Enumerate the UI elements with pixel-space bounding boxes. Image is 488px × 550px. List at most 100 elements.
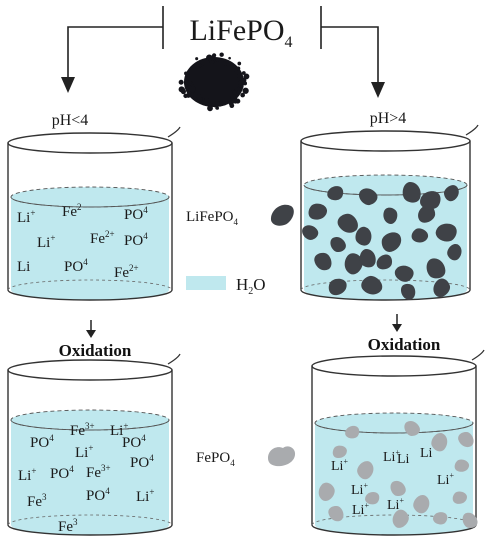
particle bbox=[328, 278, 347, 296]
particle bbox=[392, 509, 409, 528]
powder-grain bbox=[241, 71, 246, 75]
ion-superscript: 4 bbox=[69, 464, 74, 474]
ion-superscript: 4 bbox=[149, 453, 154, 463]
legend-fepo4-label: FePO4 bbox=[196, 450, 235, 468]
powder-grain bbox=[198, 64, 202, 68]
ion-superscript: + bbox=[449, 471, 454, 480]
ion-label: PO4 bbox=[122, 433, 146, 451]
ion-label: Li+ bbox=[18, 466, 36, 484]
ion-symbol: Fe bbox=[27, 494, 42, 510]
powder-grain bbox=[215, 58, 220, 62]
ion-superscript: + bbox=[31, 466, 36, 476]
ion-symbol: Li bbox=[17, 259, 30, 275]
ion-symbol: Li bbox=[17, 210, 30, 226]
water-body bbox=[11, 197, 169, 300]
particle bbox=[359, 249, 376, 268]
powder-grain bbox=[242, 79, 246, 82]
ion-superscript: 3 bbox=[42, 492, 47, 502]
particle bbox=[458, 432, 474, 448]
powder-grain bbox=[187, 74, 191, 77]
ion-symbol: PO bbox=[124, 207, 143, 223]
powder-grain bbox=[236, 66, 241, 71]
beaker-base-back bbox=[7, 514, 173, 526]
powder-grain bbox=[236, 73, 241, 78]
particle bbox=[359, 188, 378, 205]
water-surface-front bbox=[314, 422, 474, 434]
ion-superscript: 4 bbox=[105, 486, 110, 496]
ion-superscript: + bbox=[88, 443, 93, 453]
powder-grain bbox=[233, 64, 237, 68]
powder-grain bbox=[189, 65, 196, 71]
powder-grain bbox=[201, 62, 205, 66]
legend-water-swatch bbox=[186, 276, 226, 290]
particle bbox=[444, 185, 459, 202]
particle bbox=[390, 480, 406, 497]
ion-label: Li bbox=[397, 452, 410, 467]
ion-symbol: Li bbox=[351, 483, 364, 498]
condition-left-label: pH<4 bbox=[52, 112, 89, 129]
ion-label: Li+ bbox=[75, 443, 93, 461]
particle bbox=[318, 482, 335, 501]
ion-symbol: Li bbox=[352, 503, 365, 518]
ion-label: Li+ bbox=[351, 481, 368, 498]
ion-label: Fe2 bbox=[62, 202, 82, 220]
particle bbox=[402, 181, 421, 203]
legend-water-label: H2O bbox=[236, 275, 266, 297]
particle bbox=[327, 186, 344, 201]
split-arrows bbox=[67, 26, 379, 83]
beaker-spout bbox=[465, 124, 479, 136]
water-surface-front bbox=[10, 419, 170, 431]
beaker-base bbox=[7, 289, 173, 301]
ion-label: PO4 bbox=[30, 433, 54, 451]
powder-grain bbox=[237, 61, 242, 66]
ion-symbol: Fe bbox=[58, 519, 73, 535]
powder-grain bbox=[193, 92, 198, 98]
ion-symbol: Li bbox=[110, 423, 123, 439]
ion-symbol: Li bbox=[387, 498, 400, 513]
left-arrowhead bbox=[61, 77, 75, 93]
ion-superscript: 4 bbox=[49, 433, 54, 443]
ion-label: PO4 bbox=[124, 205, 148, 223]
powder-grain bbox=[240, 84, 244, 88]
title-box: LiFePO4 bbox=[162, 6, 322, 51]
fepo4-particles bbox=[318, 421, 478, 529]
legend-water: H2O bbox=[186, 275, 266, 297]
ion-superscript: + bbox=[364, 501, 369, 510]
legend-fepo4: FePO4 bbox=[196, 446, 296, 468]
particle bbox=[302, 225, 319, 240]
powder-grain bbox=[187, 77, 190, 80]
ion-superscript: + bbox=[363, 481, 368, 490]
particle bbox=[337, 213, 358, 233]
particle bbox=[454, 459, 470, 472]
oxidation-left-label: Oxidation bbox=[59, 341, 132, 360]
ion-superscript: 4 bbox=[141, 433, 146, 443]
powder-grain bbox=[242, 87, 249, 94]
beaker-base-back bbox=[7, 279, 173, 291]
ion-symbol: PO bbox=[30, 435, 49, 451]
title-main: LiFePO bbox=[189, 14, 284, 47]
particle bbox=[404, 421, 420, 437]
powder-grain bbox=[189, 85, 196, 93]
ion-symbol: Li bbox=[136, 489, 149, 505]
beaker-base bbox=[7, 524, 173, 536]
powder-grain bbox=[212, 53, 217, 58]
ion-label: Li+ bbox=[37, 233, 55, 251]
ion-label: Fe3+ bbox=[70, 421, 95, 439]
powder-grain bbox=[243, 73, 250, 80]
beaker-spout bbox=[167, 126, 181, 138]
ion-symbol: Li bbox=[437, 473, 450, 488]
ion-label: PO4 bbox=[124, 231, 148, 249]
powder-grain bbox=[178, 79, 184, 85]
particle bbox=[432, 512, 448, 525]
particle bbox=[462, 512, 478, 529]
beaker-base-back bbox=[300, 279, 471, 291]
ion-superscript: 4 bbox=[143, 231, 148, 241]
ion-symbol: PO bbox=[50, 466, 69, 482]
ion-superscript: + bbox=[149, 487, 154, 497]
particle bbox=[452, 491, 468, 504]
particle bbox=[308, 203, 328, 220]
powder-grain bbox=[240, 74, 243, 78]
ion-symbol: Fe bbox=[86, 465, 101, 481]
ion-label: Li+ bbox=[387, 496, 404, 513]
